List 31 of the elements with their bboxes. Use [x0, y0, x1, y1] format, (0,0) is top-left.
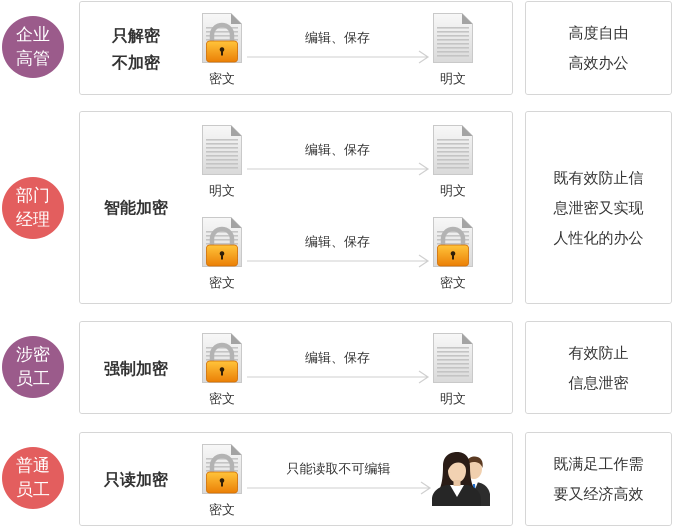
people-icon	[430, 452, 492, 506]
policy-heading: 只解密不加密	[110, 25, 161, 74]
arrow	[246, 481, 431, 495]
description-card: 有效防止信息泄密	[525, 321, 672, 414]
document-caption: 明文	[208, 183, 236, 201]
document-caption: 明文	[439, 391, 467, 409]
arrow	[246, 370, 429, 384]
arrow	[246, 254, 429, 268]
document-caption: 密文	[208, 502, 236, 520]
document-caption: 密文	[439, 275, 467, 293]
policy-panel	[79, 1, 513, 95]
document-caption: 密文	[208, 275, 236, 293]
policy-panel	[79, 432, 513, 526]
document-caption: 明文	[439, 183, 467, 201]
policy-heading: 强制加密	[103, 358, 169, 380]
document-caption: 明文	[439, 71, 467, 89]
document-caption: 密文	[208, 391, 236, 409]
description-card: 既有效防止信息泄密又实现人性化的办公	[525, 111, 672, 304]
arrow	[246, 162, 429, 176]
policy-heading: 只读加密	[102, 469, 169, 491]
arrow	[246, 50, 429, 64]
policy-heading: 智能加密	[102, 197, 169, 219]
description-card: 既满足工作需要又经济高效	[525, 432, 672, 526]
role-circle: 部门经理	[2, 177, 64, 239]
policy-panel	[79, 111, 513, 304]
role-circle: 涉密员工	[2, 336, 64, 398]
policy-panel	[79, 321, 513, 414]
role-circle: 企业高管	[2, 16, 64, 78]
description-card: 高度自由高效办公	[525, 1, 672, 95]
role-circle: 普通员工	[2, 447, 64, 509]
document-caption: 密文	[208, 71, 236, 89]
